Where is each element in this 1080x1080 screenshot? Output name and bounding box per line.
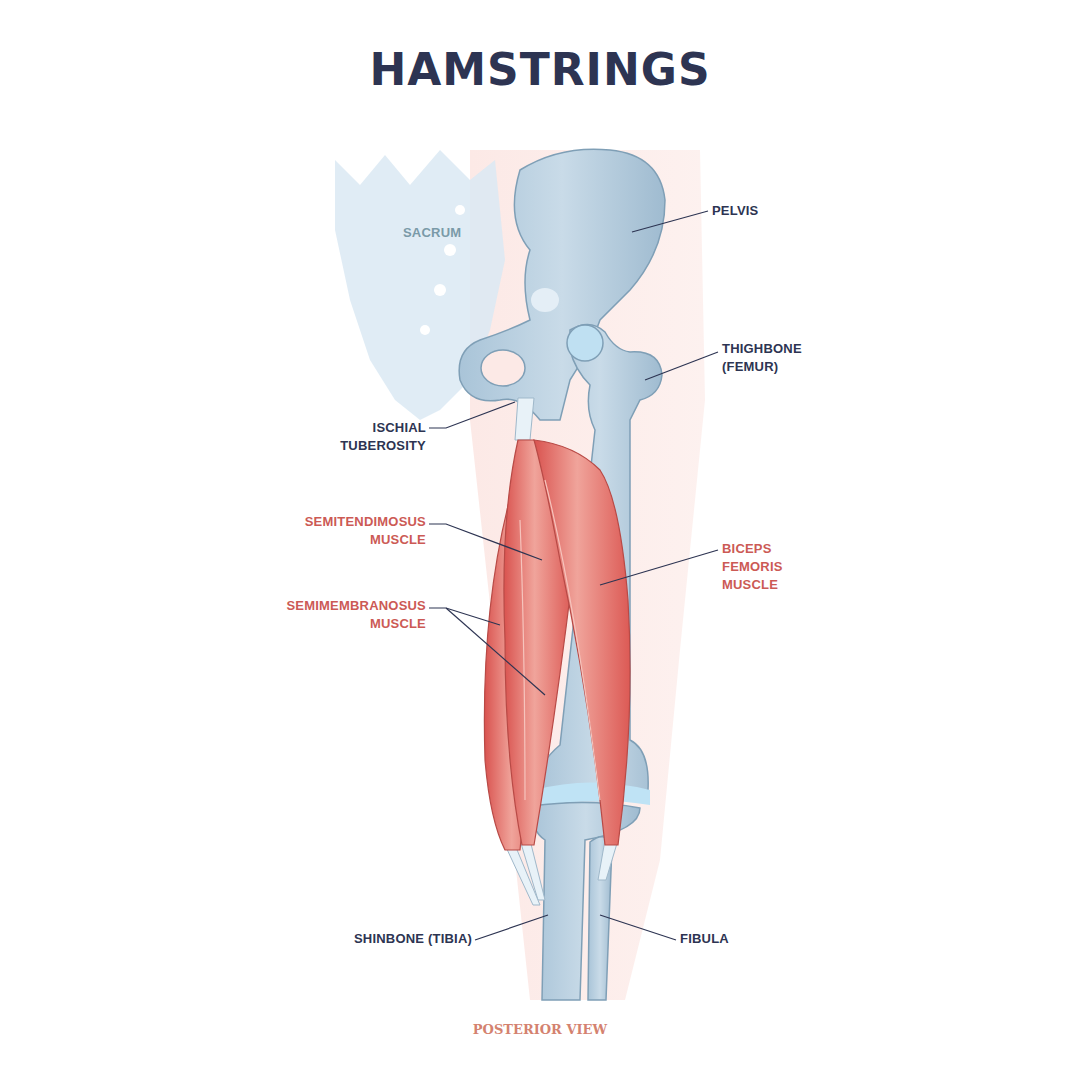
diagram-title: HAMSTRINGS bbox=[0, 44, 1080, 95]
part-label: ISCHIAL TUBEROSITY bbox=[311, 419, 426, 455]
leader-lines bbox=[429, 211, 718, 940]
part-label: FIBULA bbox=[680, 930, 780, 948]
part-label: SEMITENDIMOSUS MUSCLE bbox=[276, 513, 426, 549]
part-label: BICEPS FEMORIS MUSCLE bbox=[722, 540, 810, 594]
part-label: SHINBONE (TIBIA) bbox=[292, 930, 472, 948]
part-label: PELVIS bbox=[712, 202, 832, 220]
view-caption: POSTERIOR VIEW bbox=[0, 1022, 1080, 1037]
part-label: THIGHBONE (FEMUR) bbox=[722, 340, 822, 376]
part-label: SEMIMEMBRANOSUS MUSCLE bbox=[266, 597, 426, 633]
part-label: SACRUM bbox=[403, 224, 523, 242]
